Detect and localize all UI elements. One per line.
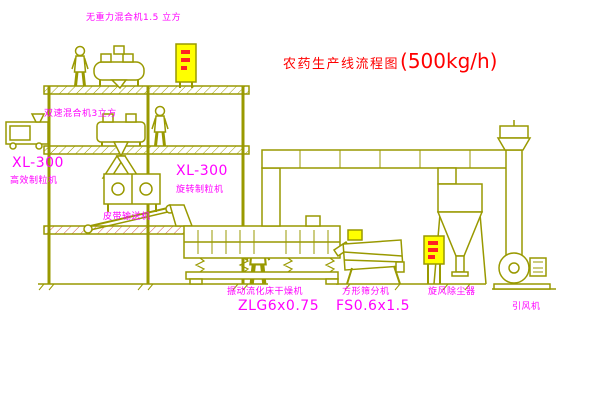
label-cyclone: 旋风除尘器	[428, 287, 476, 297]
square-sieve	[332, 229, 405, 285]
label-square-sieve-model: FS0.6x1.5	[336, 298, 411, 314]
high-efficiency-granulator	[5, 113, 49, 150]
title-capacity: (500kg/h)	[400, 49, 498, 73]
exhaust-stack	[505, 149, 523, 263]
title-text: 农药生产线流程图	[283, 57, 400, 72]
label-rotary-granulator-model: XL-300	[176, 163, 228, 179]
label-belt-conveyor: 皮带输送机	[103, 212, 151, 222]
fluid-bed-dryer	[183, 215, 341, 285]
control-cabinet-top	[175, 43, 197, 88]
rotary-granulator	[103, 173, 161, 212]
person-figure-mid	[150, 105, 170, 148]
cabinet-right-text-marks	[428, 241, 438, 259]
label-fluid-bed-dryer-model: ZLG6x0.75	[238, 298, 320, 314]
label-double-speed-mixer: 双速混合机3立方	[44, 109, 117, 119]
label-induced-draft-fan: 引风机	[512, 302, 541, 312]
double-speed-mixer	[96, 113, 146, 158]
induced-draft-fan	[493, 252, 551, 290]
belt-conveyor	[83, 204, 175, 234]
exhaust-duct	[261, 149, 509, 227]
control-cabinet-right	[423, 235, 445, 284]
label-square-sieve: 方形筛分机	[342, 287, 390, 297]
label-rotary-granulator-name: 旋转制粒机	[176, 185, 224, 195]
label-fluid-bed-dryer: 振动流化床干燥机	[227, 287, 304, 297]
cabinet-top-text-marks	[181, 50, 190, 70]
label-zero-gravity-mixer: 无重力混合机1.5 立方	[86, 13, 182, 23]
dryer-base	[185, 271, 339, 280]
cyclone-dust-collector	[433, 183, 487, 285]
rain-cap	[496, 120, 532, 151]
person-figure-top	[70, 45, 90, 88]
diagram-title: 农药生产线流程图 (500kg/h)	[283, 49, 498, 73]
label-left-granulator-model: XL-300	[12, 155, 64, 171]
dryer-feed-chute	[169, 204, 194, 227]
label-left-granulator-name: 高效制粒机	[10, 176, 58, 186]
zero-gravity-mixer	[93, 45, 145, 90]
